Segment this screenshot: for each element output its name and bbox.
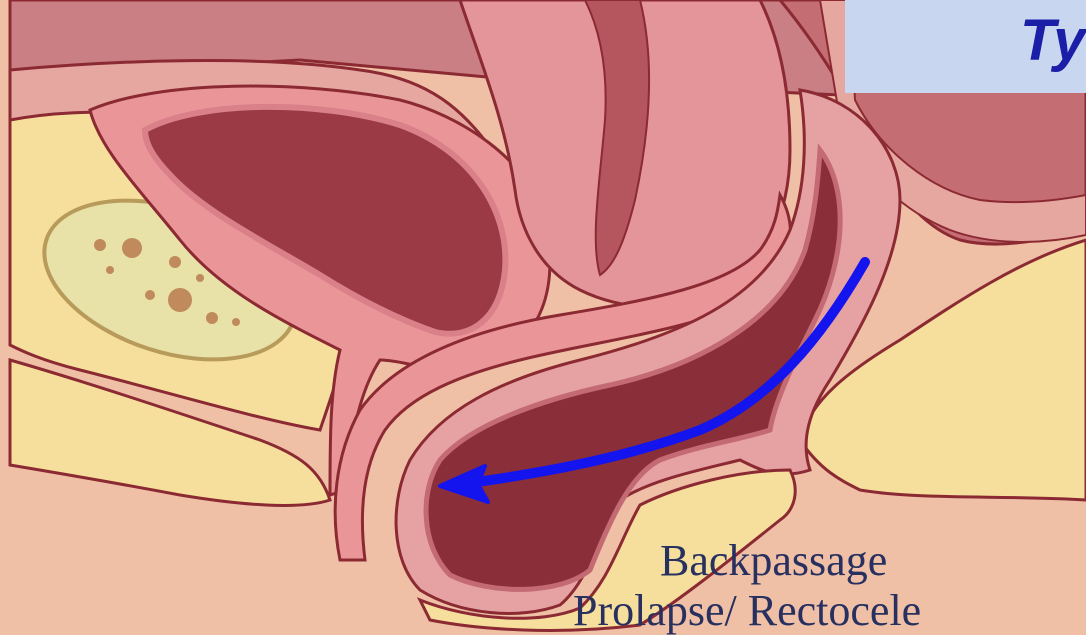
caption-line-1: Backpassage (660, 539, 887, 583)
title-banner: Ty (845, 0, 1086, 93)
caption-line-2: Prolapse/ Rectocele (573, 589, 921, 633)
slide-title-fragment: Ty (1020, 12, 1086, 70)
